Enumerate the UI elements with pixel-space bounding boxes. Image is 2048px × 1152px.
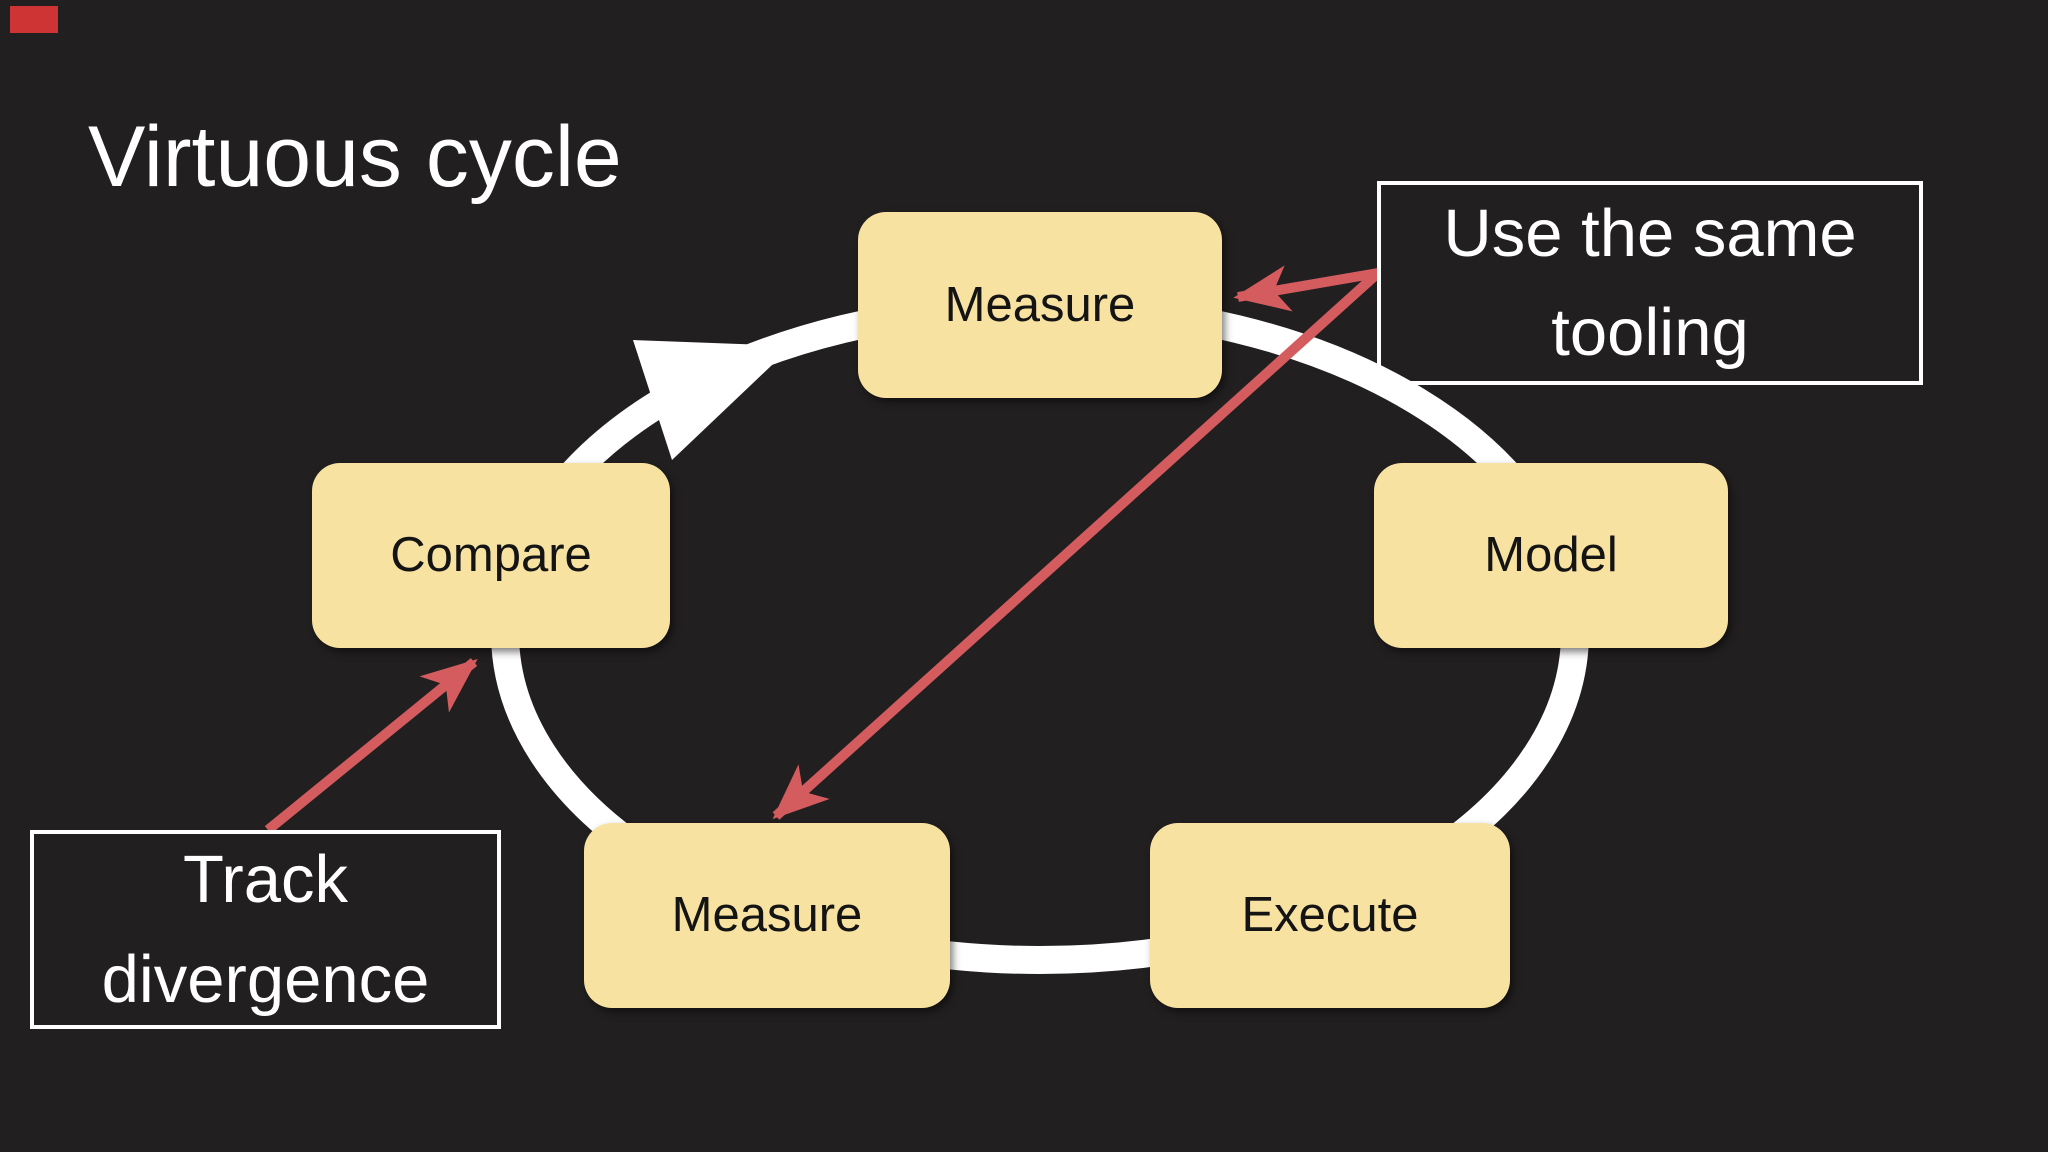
node-label: Execute: [1241, 888, 1419, 942]
arrow-tooling-to-measure-top: [1233, 265, 1379, 312]
cycle-direction-arrow-icon: [633, 340, 792, 460]
node-compare: Compare: [312, 463, 670, 648]
node-measure-top: Measure: [858, 212, 1222, 398]
node-model: Model: [1374, 463, 1728, 648]
node-measure-bottom: Measure: [584, 823, 950, 1008]
callout-line: Track: [182, 842, 348, 918]
node-execute: Execute: [1150, 823, 1510, 1008]
node-label: Model: [1484, 528, 1618, 582]
callout-line: Use the same: [1443, 195, 1857, 271]
arrow-divergence-to-compare: [264, 658, 478, 834]
callout-line: divergence: [101, 941, 430, 1017]
node-label: Measure: [671, 888, 863, 942]
recording-mark: [10, 6, 58, 33]
node-label: Compare: [390, 528, 592, 582]
callout-line: tooling: [1551, 295, 1749, 370]
callout-use-same-tooling: Use the same tooling: [1377, 181, 1923, 385]
callout-track-divergence: Track divergence: [30, 830, 501, 1029]
slide-title: Virtuous cycle: [88, 109, 622, 205]
node-label: Measure: [944, 277, 1136, 332]
